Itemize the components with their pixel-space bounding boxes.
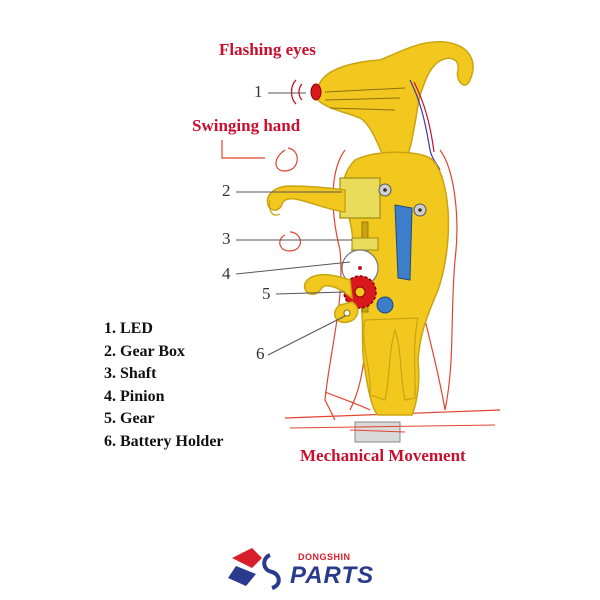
blue-cam [376,296,394,314]
legend-item: 4. Pinion [104,387,165,405]
callout-leaders [235,92,352,356]
callout-number-5: 5 [262,284,271,303]
blue-lever [394,204,413,281]
led-flash-arcs [290,79,303,105]
legend-item: 5. Gear [104,410,155,428]
parts-legend: 1. LED 2. Gear Box 3. Shaft 4. Pinion 5.… [104,318,224,454]
legend-item: 6. Battery Holder [104,432,224,450]
callout-number-4: 4 [222,264,231,283]
led-eye [310,83,322,101]
shaft-gear-stack [351,237,379,251]
callout-number-3: 3 [222,229,231,248]
swinging-hand-lower [303,273,353,300]
dinosaur-head [317,41,474,161]
pivot-screw [383,188,387,192]
pivot-screw [418,208,422,212]
gear-box [339,177,381,219]
logo-brand-main: PARTS [290,562,375,589]
legend-item: 2. Gear Box [104,342,186,360]
callout-number-2: 2 [222,181,231,200]
mechanical-movement-label: Mechanical Movement [300,446,466,465]
dinosaur-legs [363,317,419,401]
callout-number-1: 1 [254,82,263,101]
swinging-hand-leader [221,140,265,159]
swinging-hand-label: Swinging hand [192,116,301,135]
logo-brand-top: DONGSHIN [298,552,351,562]
legend-item: 3. Shaft [104,365,157,383]
flashing-eyes-label: Flashing eyes [219,40,316,59]
head-detail-lines [324,87,406,111]
dongshin-ds-logo-icon [228,548,281,590]
legend-item: 1. LED [104,320,153,337]
red-gear [343,275,377,309]
swinging-hand-upper [266,185,346,213]
callout-number-6: 6 [256,344,265,363]
